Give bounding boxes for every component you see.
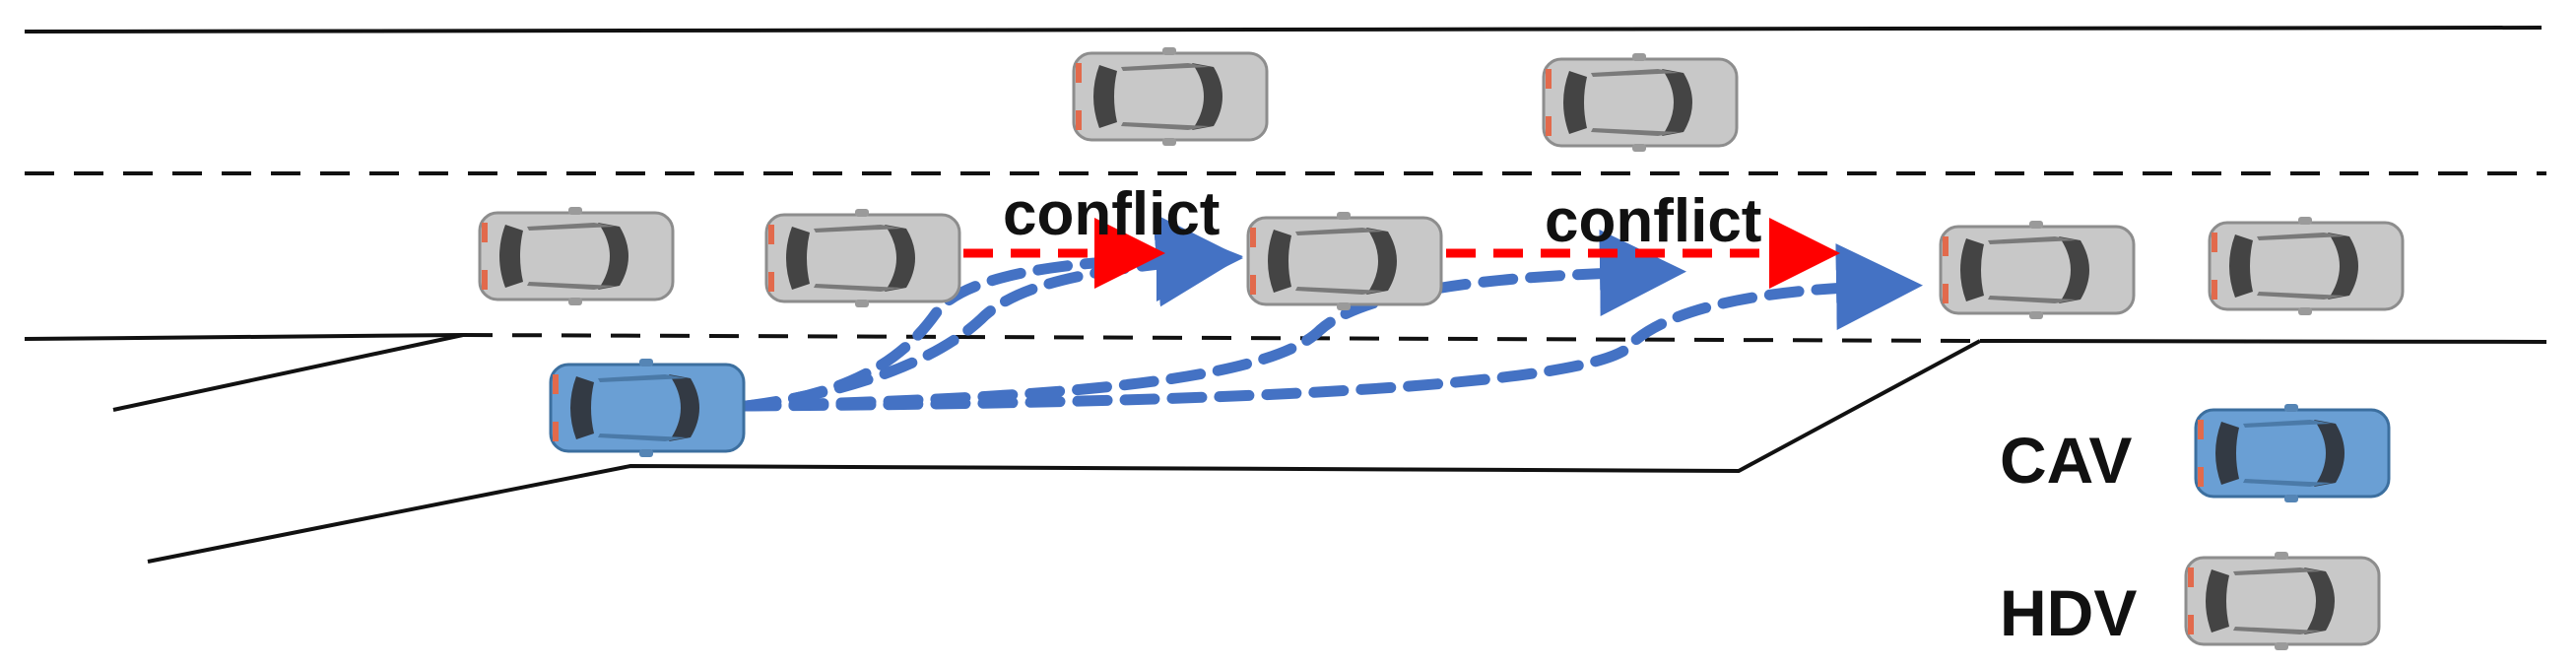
hdv-car-middle-lane-2 <box>764 207 961 309</box>
main-road-edge-right <box>1979 339 2547 344</box>
hdv-car-top-lane-2 <box>1542 51 1739 154</box>
cav-car-on-ramp <box>549 357 746 459</box>
human-driven-vehicle-icon <box>2184 550 2381 652</box>
legend-label-hdv: HDV <box>2000 576 2137 649</box>
connected-automated-vehicle-icon <box>2194 402 2391 504</box>
lane-divider-merge <box>462 333 1981 343</box>
conflict-label-2: conflict <box>1545 187 1761 255</box>
road <box>24 26 2547 564</box>
road-top-edge <box>24 26 2543 33</box>
legend-label-cav: CAV <box>2000 424 2132 497</box>
main-road-edge-left <box>24 333 464 341</box>
hdv-car-middle-lane-1 <box>478 205 675 307</box>
ramp-edge-lower <box>147 339 1981 564</box>
legend: CAV HDV <box>2000 402 2391 652</box>
trajectory-to-gap-3 <box>741 243 1923 412</box>
hdv-car-middle-lane-5 <box>2208 215 2405 317</box>
hdv-car-middle-lane-4 <box>1939 219 2136 321</box>
ramp-edge-upper <box>112 333 464 412</box>
conflict-label-1: conflict <box>1003 180 1220 248</box>
hdv-car-middle-lane-3 <box>1246 210 1443 312</box>
hdv-car-top-lane-1 <box>1072 45 1269 148</box>
trajectory-to-gap-2 <box>741 229 1686 412</box>
